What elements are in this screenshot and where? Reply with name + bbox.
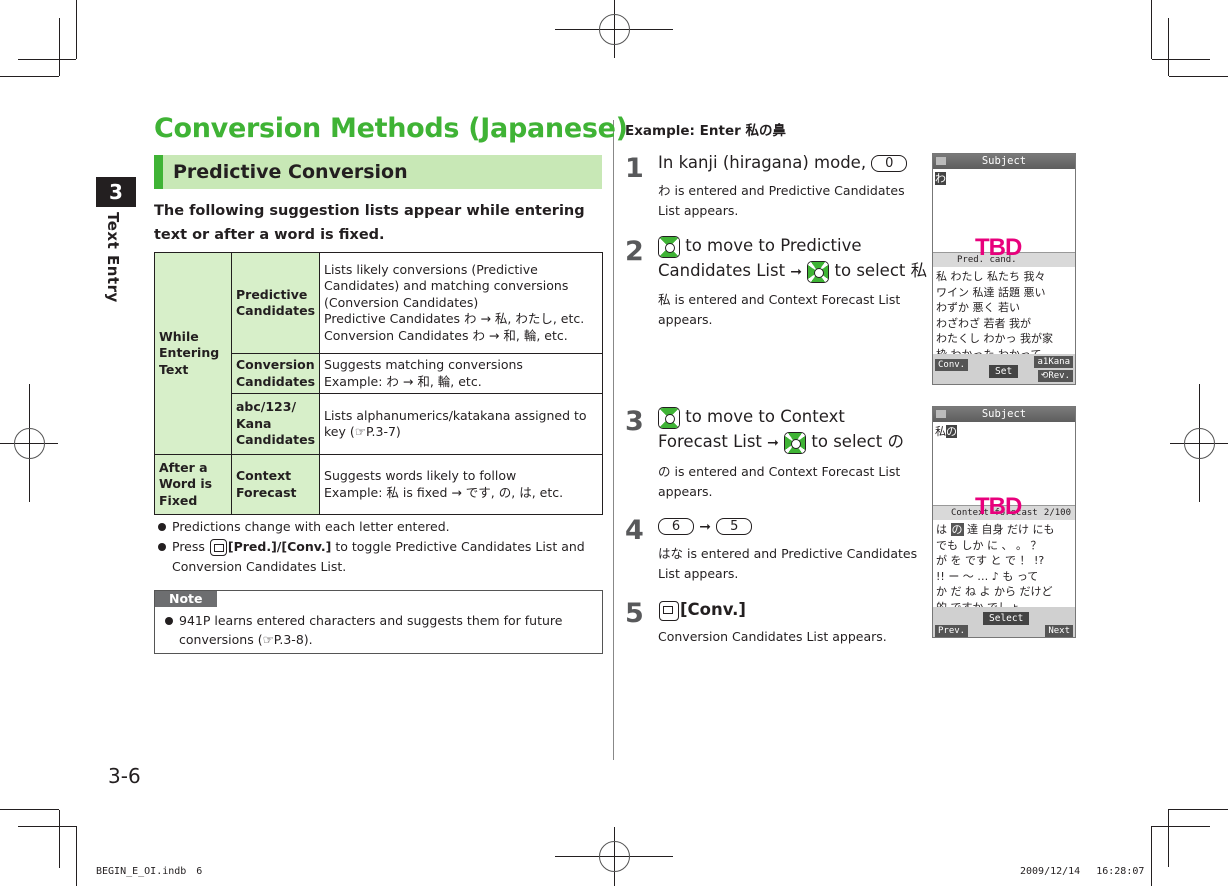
chapter-number: 3 [96, 177, 136, 207]
mail-key-icon [659, 600, 679, 621]
candidate-list[interactable]: 私 わたし 私たち 我々 ワイン 私達 話題 悪い わずか 悪く 若い わざわざ… [936, 270, 1053, 361]
step-number: 2 [625, 236, 644, 267]
row-description: Suggests matching conversions Example: わ… [319, 353, 603, 394]
crop-mark [0, 76, 59, 77]
softkey-rev[interactable]: ⟲Rev. [1037, 370, 1073, 382]
nav-key-icon [658, 235, 680, 258]
crop-mark [76, 826, 77, 886]
table-row: After a Word is Fixed Context Forecast S… [154, 454, 603, 515]
note-tag: Note [155, 591, 217, 607]
candidate-bar: Pred. cand. [933, 252, 1075, 267]
key-5-icon: 5 [716, 518, 753, 535]
registration-mark [599, 14, 630, 45]
conversion-table: While Entering Text Predictive Candidate… [154, 252, 603, 515]
crop-mark [0, 809, 59, 810]
step-result: 私 is entered and Context Forecast List a… [658, 292, 901, 327]
step-number: 5 [625, 598, 644, 629]
row-description: Lists likely conversions (Predictive Can… [319, 252, 603, 354]
softkey-bar: Select Prev. Next [933, 607, 1075, 637]
step-instruction: In kanji (hiragana) mode, 0 [658, 150, 928, 175]
group-label: After a Word is Fixed [154, 454, 232, 515]
registration-mark [1184, 428, 1215, 459]
mail-icon [936, 410, 946, 418]
softkey-next[interactable]: Next [1045, 625, 1073, 637]
crop-mark [1151, 0, 1152, 59]
registration-mark [599, 841, 630, 872]
page-number: 3-6 [108, 764, 141, 788]
crop-mark [59, 18, 60, 76]
registration-mark [14, 428, 45, 459]
row-label: Conversion Candidates [230, 353, 321, 394]
row-description: Suggests words likely to follow Example:… [319, 454, 603, 515]
crop-mark [1152, 59, 1210, 60]
column-divider [613, 120, 614, 760]
row-label: Predictive Candidates [230, 252, 321, 354]
step-result: の is entered and Context Forecast List a… [658, 464, 901, 499]
tbd-watermark: TBD [975, 234, 1022, 261]
crop-mark [1168, 809, 1169, 867]
table-row: While Entering Text Predictive Candidate… [154, 252, 603, 455]
nav-key-icon [658, 406, 680, 429]
key-6-icon: 6 [658, 518, 694, 535]
intro-text: The following suggestion lists appear wh… [154, 203, 585, 243]
center-key-icon [784, 431, 807, 454]
phone-screen-predictive: Subject わ Pred. cand. TBD 私 わたし 私たち 我々 ワ… [932, 153, 1076, 385]
footer-file: BEGIN_E_OI.indb 6 [96, 866, 203, 877]
row-label: abc/123/ Kana Candidates [230, 393, 321, 455]
table-row: Conversion Candidates Suggests matching … [155, 353, 603, 394]
chapter-label: Text Entry [104, 212, 122, 303]
screen-title-bar: Subject [933, 407, 1075, 422]
center-key-icon [807, 260, 830, 283]
step-result: わ is entered and Predictive Candidates L… [658, 183, 905, 218]
crop-mark [1169, 809, 1228, 810]
softkey-select[interactable]: Select [983, 612, 1030, 625]
step-number: 4 [625, 515, 644, 546]
text-input-area[interactable]: わ [935, 172, 946, 185]
softkey-bar: Conv. Set a1Kana ⟲Rev. [933, 354, 1075, 384]
step-number: 1 [625, 153, 644, 184]
step-result: Conversion Candidates List appears. [658, 629, 887, 644]
group-label: While Entering Text [154, 252, 232, 455]
bullet-item: Predictions change with each letter ente… [154, 517, 604, 537]
crop-mark [1168, 18, 1169, 76]
note-text: 941P learns entered characters and sugge… [161, 611, 591, 649]
step-instruction: 6 ➞ 5 [658, 513, 928, 540]
tbd-watermark: TBD [975, 493, 1022, 520]
crop-mark [1169, 76, 1228, 77]
softkey-prev[interactable]: Prev. [935, 625, 969, 637]
step-result: はな is entered and Predictive Candidates … [658, 546, 918, 581]
softkey-conv[interactable]: Conv. [935, 359, 969, 371]
candidate-list[interactable]: は の 達 自身 だけ にも でも しか に 、 。 ？ が を です と で … [936, 523, 1055, 614]
bullet-item: Press [Pred.]/[Conv.] to toggle Predicti… [154, 537, 604, 577]
mail-icon [936, 157, 946, 165]
note-box: Note 941P learns entered characters and … [154, 590, 603, 654]
table-row: abc/123/ Kana Candidates Lists alphanume… [155, 393, 603, 455]
crop-mark [18, 826, 76, 827]
bullet-list: Predictions change with each letter ente… [154, 517, 604, 577]
row-description: Lists alphanumerics/katakana assigned to… [319, 393, 603, 455]
section-heading: Predictive Conversion [154, 155, 602, 189]
text-input-area[interactable]: 私の [935, 425, 957, 438]
crop-mark [1151, 826, 1152, 886]
page-title: Conversion Methods (Japanese) [154, 113, 628, 144]
example-heading: Example: Enter 私の鼻 [625, 123, 786, 139]
row-label: Context Forecast [230, 454, 321, 515]
footer-timestamp: 2009/12/14 16:28:07 [1020, 866, 1145, 877]
crop-mark [76, 0, 77, 59]
screen-title-bar: Subject [933, 154, 1075, 169]
crop-mark [18, 59, 76, 60]
step-instruction: [Conv.] [658, 597, 928, 622]
mail-key-icon [209, 539, 227, 556]
crop-mark [1152, 826, 1210, 827]
step-instruction: to move to Predictive Candidates List ➞ … [658, 233, 928, 285]
softkey-kana[interactable]: a1Kana [1034, 356, 1073, 368]
crop-mark [59, 810, 60, 868]
key-0-icon: 0 [871, 155, 908, 172]
step-instruction: to move to Context Forecast List ➞ to se… [658, 404, 918, 456]
softkey-set[interactable]: Set [989, 365, 1019, 378]
step-number: 3 [625, 406, 644, 437]
